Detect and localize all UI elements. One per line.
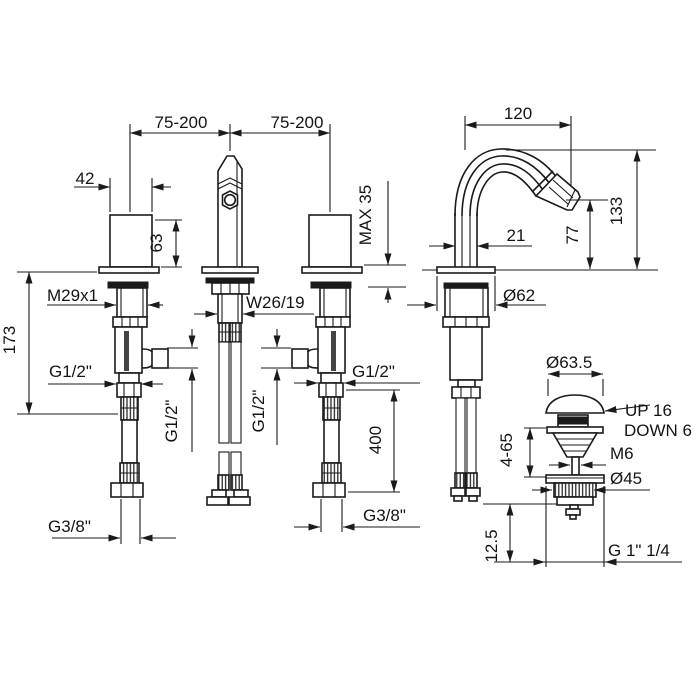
dim-label-g38-right: G3/8" <box>363 506 406 525</box>
dim-label-span-left: 75-200 <box>155 113 208 132</box>
drain-threaded-body <box>553 482 597 498</box>
left-hose <box>121 419 138 464</box>
bidet-hose-right <box>466 397 477 474</box>
dim-label-drain-up: UP 16 <box>625 401 672 420</box>
dim-label-g12-left-vertical: G1/2" <box>162 400 181 443</box>
dim-label-spout-height-outlet: 77 <box>563 226 582 245</box>
dim-label-drain-flange-diameter: Ø45 <box>610 469 642 488</box>
dim-label-hose-length: 400 <box>366 426 385 454</box>
right-handle-body <box>308 214 352 268</box>
right-valve-flange <box>301 266 363 274</box>
dim-label-spout-height-total: 133 <box>607 197 626 225</box>
spout-flange <box>201 266 259 274</box>
dim-label-spout-thread: W26/19 <box>246 293 305 312</box>
dim-label-valve-thread: M29x1 <box>47 286 98 305</box>
bidet-spout-unit <box>422 148 658 502</box>
drain-stem <box>571 456 580 476</box>
dim-label-span-right: 75-200 <box>271 113 324 132</box>
drain-flange <box>545 474 605 484</box>
dim-label-tube-width: 21 <box>507 226 526 245</box>
dim-label-handle-height: 63 <box>147 234 166 253</box>
drain-dome-cap <box>545 394 605 414</box>
dim-label-g38-left: G3/8" <box>48 517 91 536</box>
left-valve-unit <box>98 214 169 498</box>
bidet-hose-left <box>455 397 466 474</box>
bidet-valve-body <box>449 326 483 381</box>
center-spout-unit <box>201 155 259 506</box>
dim-label-valve-depth: 173 <box>0 326 19 354</box>
right-valve-outlet <box>291 348 309 369</box>
dim-label-handle-width: 42 <box>76 169 95 188</box>
bidet-flange <box>436 266 496 274</box>
right-valve-gasket <box>310 281 352 289</box>
drain-upper-disc <box>546 426 604 434</box>
right-valve-unit <box>291 214 363 498</box>
left-valve-flange <box>98 266 160 274</box>
dim-label-max-deck: MAX 35 <box>356 185 375 245</box>
dim-label-drain-thread: G 1" 1/4 <box>608 541 670 560</box>
spout-body <box>217 155 243 268</box>
left-valve-hex-nut <box>116 382 142 398</box>
spout-hose-left <box>218 341 230 444</box>
dim-label-drain-tail: 12.5 <box>482 529 501 562</box>
dim-label-g12-left: G1/2" <box>49 362 92 381</box>
bidet-nozzle <box>534 172 581 211</box>
spout-hose-right <box>230 341 242 444</box>
dim-label-g12-right: G1/2" <box>352 362 395 381</box>
right-valve-hex-nut <box>318 382 344 398</box>
bidet-shank <box>444 287 489 318</box>
right-hose-end-nut <box>312 482 346 498</box>
dim-label-drain-down: DOWN 6 <box>624 421 692 440</box>
left-handle-body <box>109 214 153 268</box>
dim-label-flange-diameter: Ø62 <box>503 286 535 305</box>
drain-tail-tip <box>569 514 577 520</box>
dim-label-spout-reach: 120 <box>504 104 532 123</box>
dim-label-drain-screw: M6 <box>610 444 634 463</box>
left-valve-outlet <box>151 348 169 369</box>
right-hose <box>323 419 340 464</box>
dim-label-drain-cap-diameter: Ø63.5 <box>546 353 592 372</box>
drain-unit <box>545 394 605 520</box>
spout-hose-end-left <box>206 496 229 506</box>
left-hose-end-nut <box>110 482 144 498</box>
dim-label-drain-range: 4-65 <box>497 433 516 467</box>
spout-hose-end-right <box>228 496 251 506</box>
dim-label-g12-right-vertical: G1/2" <box>249 390 268 433</box>
dimensions: 75-200 75-200 120 42 63 MAX 35 21 133 <box>0 104 692 567</box>
left-valve-gasket <box>107 281 149 289</box>
